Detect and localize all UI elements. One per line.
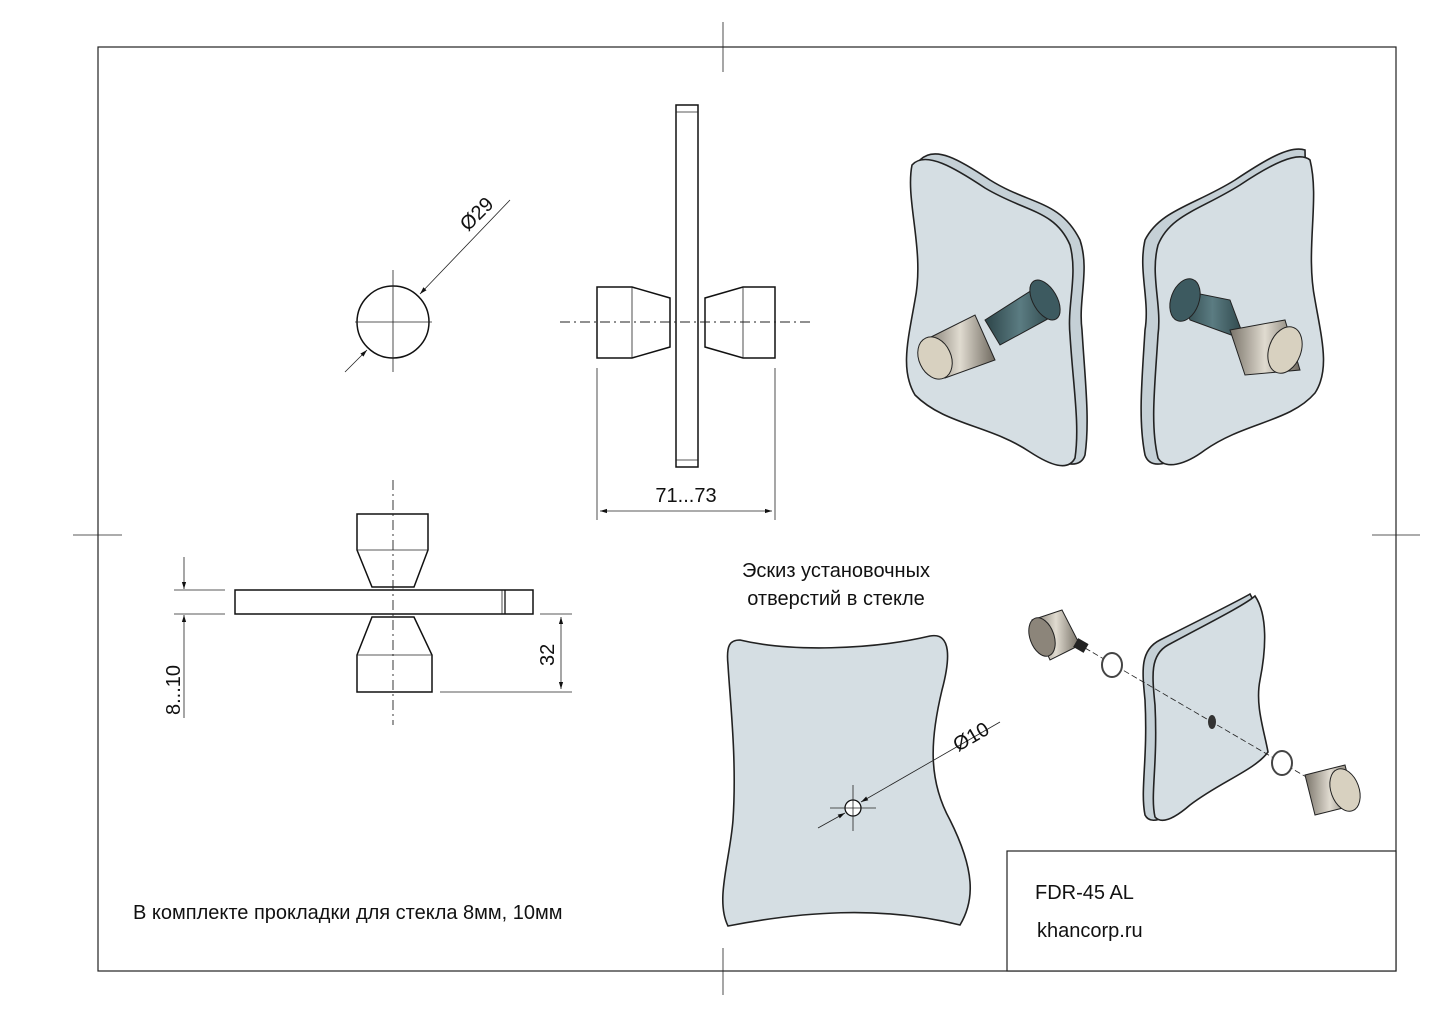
front-view: Ø29	[344, 193, 511, 373]
hole-sketch: Эскиз установочных отверстий в стекле Ø1…	[722, 560, 1001, 927]
render-left-assembly	[905, 153, 1088, 467]
sketch-caption-line2: отверстий в стекле	[747, 588, 925, 610]
drawing-frame	[97, 46, 1397, 972]
top-view: 8...10 32	[163, 480, 572, 725]
sketch-caption-line1: Эскиз установочных	[742, 560, 930, 582]
side-view: 71...73	[560, 104, 810, 520]
dim-overall-length: 71...73	[655, 485, 716, 507]
render-right-assembly	[1140, 148, 1325, 466]
kit-note: В комплекте прокладки для стекла 8мм, 10…	[133, 902, 563, 924]
dim-hole-diameter: Ø10	[950, 718, 994, 756]
dim-knob-height: 32	[537, 644, 559, 666]
model-name: FDR-45 AL	[1035, 882, 1134, 904]
center-marks	[73, 22, 1420, 995]
website: khancorp.ru	[1037, 920, 1143, 942]
dim-glass-thickness: 8...10	[163, 665, 185, 715]
title-block: FDR-45 AL khancorp.ru	[1006, 850, 1397, 972]
dim-knob-diameter: Ø29	[456, 193, 498, 235]
render-exploded-view	[1028, 592, 1361, 822]
